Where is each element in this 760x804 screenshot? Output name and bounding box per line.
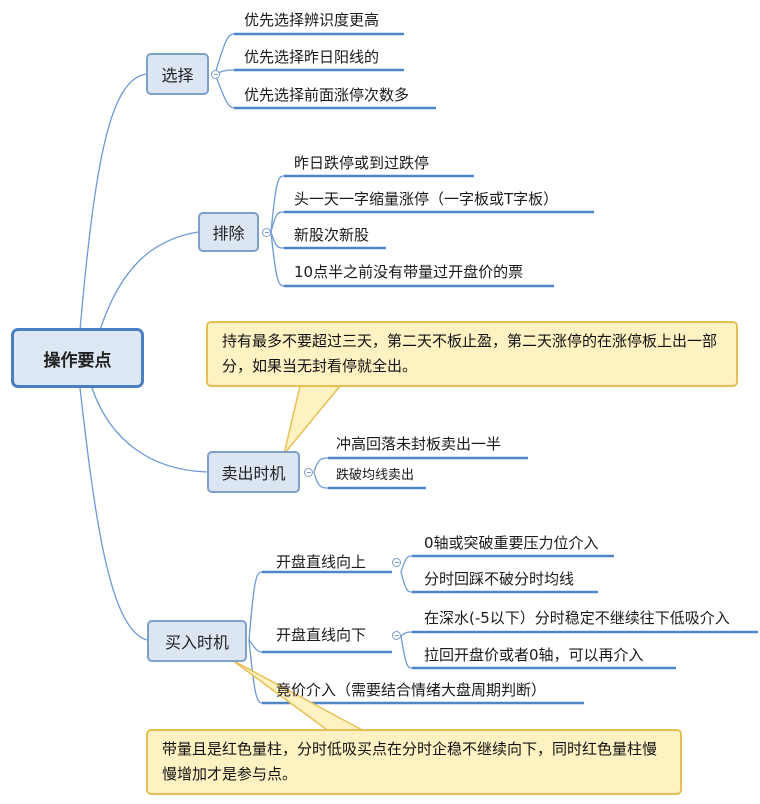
branch-buy[interactable]: 买入时机 [147, 620, 247, 662]
collapse-toggle-sell[interactable] [304, 468, 313, 477]
exclude-item[interactable]: 昨日跌停或到过跌停 [294, 154, 430, 172]
branch-buy-label: 买入时机 [164, 633, 229, 652]
buy-up-item[interactable]: 0轴或突破重要压力位介入 [424, 534, 599, 552]
select-item[interactable]: 优先选择昨日阳线的 [244, 48, 380, 66]
root-label: 操作要点 [43, 350, 112, 371]
branch-sell-label: 卖出时机 [221, 464, 286, 483]
exclude-item[interactable]: 新股次新股 [294, 226, 370, 244]
buy-bid-item[interactable]: 竟价介入（需要结合情绪大盘周期判断） [276, 681, 547, 699]
exclude-item[interactable]: 头一天一字缩量涨停（一字板或T字板） [294, 190, 559, 208]
branch-select-label: 选择 [161, 66, 194, 85]
select-item[interactable]: 优先选择辨识度更高 [244, 11, 380, 29]
branch-exclude-label: 排除 [212, 224, 245, 243]
collapse-toggle-select[interactable] [211, 70, 220, 79]
buy-up-item[interactable]: 分时回踩不破分时均线 [424, 570, 575, 588]
sell-item[interactable]: 跌破均线卖出 [336, 468, 415, 483]
select-item[interactable]: 优先选择前面涨停次数多 [244, 86, 410, 104]
buy-down-item[interactable]: 在深水(-5以下）分时稳定不继续往下低吸介入 [424, 609, 730, 627]
exclude-item[interactable]: 10点半之前没有带量过开盘价的票 [294, 263, 524, 281]
buy-note-callout[interactable]: 带量且是红色量柱，分时低吸买点在分时企稳不继续向下，同时红色量柱慢慢增加才是参与… [146, 729, 682, 795]
branch-sell[interactable]: 卖出时机 [207, 451, 300, 493]
buy-note-text: 带量且是红色量柱，分时低吸买点在分时企稳不继续向下，同时红色量柱慢慢增加才是参与… [162, 740, 658, 783]
root-node[interactable]: 操作要点 [11, 328, 144, 388]
branch-select[interactable]: 选择 [146, 53, 209, 95]
buy-sub-down[interactable]: 开盘直线向下 [276, 626, 367, 644]
buy-down-item[interactable]: 拉回开盘价或者0轴，可以再介入 [424, 646, 644, 664]
collapse-toggle-buy-down[interactable] [392, 631, 401, 640]
collapse-toggle-exclude[interactable] [262, 228, 271, 237]
buy-sub-up[interactable]: 开盘直线向上 [276, 553, 367, 571]
sell-note-callout[interactable]: 持有最多不要超过三天，第二天不板止盈，第二天涨停的在涨停板上出一部分，如果当无封… [206, 321, 738, 387]
sell-item[interactable]: 冲高回落未封板卖出一半 [336, 435, 502, 453]
branch-exclude[interactable]: 排除 [198, 212, 259, 252]
sell-note-text: 持有最多不要超过三天，第二天不板止盈，第二天涨停的在涨停板上出一部分，如果当无封… [222, 332, 718, 375]
collapse-toggle-buy-up[interactable] [392, 558, 401, 567]
